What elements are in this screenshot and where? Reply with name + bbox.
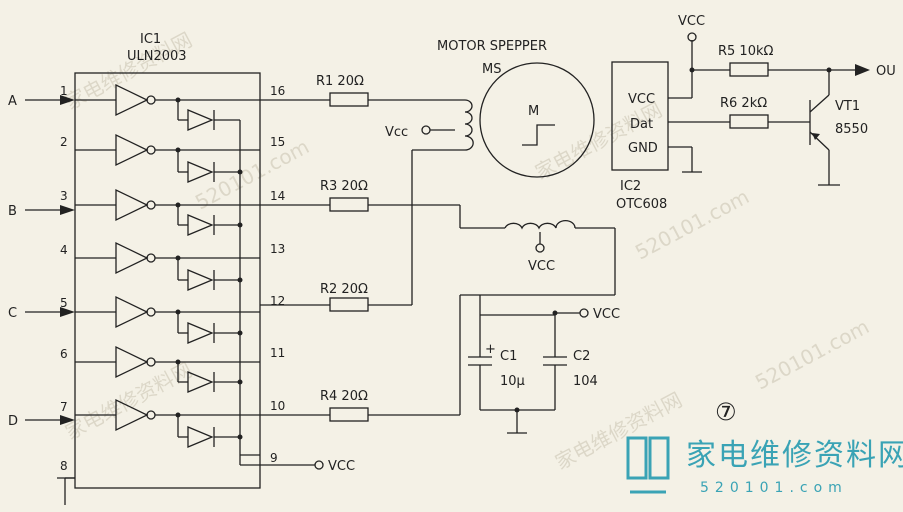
- ic1-pin-1: 1: [60, 84, 68, 98]
- c2-label: C2: [573, 349, 590, 364]
- ic1-pin-5: 5: [60, 296, 68, 310]
- watermark-layer: 家电维修资料网 520101.com 家电维修资料网 520101.com 家电…: [61, 27, 873, 474]
- motor-name: MS: [482, 62, 501, 77]
- ic2-pin-vcc: VCC: [628, 92, 655, 107]
- r3-label: R3 20Ω: [320, 179, 368, 194]
- ic2-pin-dat: Dat: [630, 117, 653, 132]
- brand-name: 家电维修资料网: [686, 438, 903, 473]
- ic1-uln2003: IC1 ULN2003: [57, 32, 355, 505]
- figure-number: ⑦: [715, 398, 737, 426]
- input-c-label: C: [8, 306, 17, 321]
- r4-resistor: [329, 407, 369, 422]
- output-resistors: R1 20Ω R3 20Ω R2 20Ω R4 20Ω: [260, 74, 616, 422]
- vcc-label-coil-b: VCC: [528, 259, 555, 274]
- ic1-channel-5: [75, 295, 260, 344]
- ic1-channel-1: [75, 83, 260, 131]
- r6-resistor: [729, 114, 769, 129]
- r2-resistor: [329, 297, 369, 312]
- ic1-pin-8: 8: [60, 459, 68, 473]
- vcc-label-pin9: VCC: [328, 459, 355, 474]
- ic1-pin-6: 6: [60, 347, 68, 361]
- ic1-pin-16: 16: [270, 84, 285, 98]
- motor-coil-horizontal: VCC: [504, 219, 576, 274]
- c1-label: C1: [500, 349, 517, 364]
- c2-value: 104: [573, 374, 598, 389]
- r2-label: R2 20Ω: [320, 282, 368, 297]
- watermark-cn-1: 家电维修资料网: [61, 27, 196, 114]
- c1-polarity: +: [485, 342, 496, 357]
- motor-symbol: M: [528, 104, 539, 119]
- input-d-label: D: [8, 414, 18, 429]
- r3-resistor: [329, 197, 369, 212]
- input-b-label: B: [8, 204, 17, 219]
- ic2-name: IC2: [620, 179, 641, 194]
- ic1-pin-4: 4: [60, 243, 68, 257]
- output-label: OU: [876, 64, 896, 79]
- ic1-pin-13: 13: [270, 242, 285, 256]
- watermark-url-1: 520101.com: [191, 134, 313, 214]
- ic1-pin-10: 10: [270, 399, 285, 413]
- vcc-label-ic2: VCC: [678, 14, 705, 29]
- capacitors: VCC + C1 10μ C2 104: [468, 295, 620, 434]
- stepper-motor: MOTOR SPEPPER MS M: [437, 39, 595, 178]
- ic1-pin-15: 15: [270, 135, 285, 149]
- ic1-name: IC1: [140, 32, 161, 47]
- ic1-part: ULN2003: [127, 49, 187, 64]
- output-stage: R5 10kΩ OU R6 2kΩ VT1 8550: [692, 44, 896, 186]
- ic1-channel-4: [75, 241, 260, 291]
- vcc-label-caps: VCC: [593, 307, 620, 322]
- ic1-channel-7: [75, 398, 260, 448]
- ic1-pin-14: 14: [270, 189, 285, 203]
- brand-url: 520101.com: [700, 480, 848, 496]
- watermark-url-3: 520101.com: [751, 314, 873, 394]
- ic1-pin-3: 3: [60, 189, 68, 203]
- ic2-otc608: VCC Dat GND IC2 OTC608 VCC: [611, 14, 730, 212]
- r1-resistor: [329, 92, 369, 107]
- ic2-pin-gnd: GND: [628, 141, 658, 156]
- r4-label: R4 20Ω: [320, 389, 368, 404]
- output-arrow: [855, 64, 870, 76]
- ic1-pin-12: 12: [270, 294, 285, 308]
- ic2-part: OTC608: [616, 197, 667, 212]
- r1-label: R1 20Ω: [316, 74, 364, 89]
- ic1-pin-9: 9: [270, 451, 278, 465]
- ic2-body: [611, 61, 669, 171]
- ic1-channel-2: [75, 133, 260, 183]
- inputs: A B C D: [8, 94, 75, 429]
- vt1-name: VT1: [835, 99, 860, 114]
- ic1-pin-11: 11: [270, 346, 285, 360]
- brand-logo: 家电维修资料网 520101.com: [626, 436, 903, 496]
- vt1-part: 8550: [835, 122, 868, 137]
- motor-coil-vertical: Vcc: [385, 99, 474, 151]
- ic1-body: [74, 72, 261, 489]
- r5-label: R5 10kΩ: [718, 44, 774, 59]
- motor-title: MOTOR SPEPPER: [437, 39, 547, 54]
- watermark-cn-4: 家电维修资料网: [551, 387, 686, 474]
- vcc-terminal-pin9: [314, 460, 324, 470]
- input-a-label: A: [8, 94, 17, 109]
- ic1-pin-2: 2: [60, 135, 68, 149]
- c1-value: 10μ: [500, 374, 525, 389]
- motor-circle: [479, 62, 595, 178]
- ic1-channel-3: [75, 188, 260, 236]
- vcc-label-coil: Vcc: [385, 125, 408, 140]
- ic1-channel-6: [75, 345, 260, 393]
- r6-label: R6 2kΩ: [720, 96, 767, 111]
- ic1-pin-7: 7: [60, 400, 68, 414]
- r5-resistor: [729, 62, 769, 77]
- book-icon: [626, 436, 648, 480]
